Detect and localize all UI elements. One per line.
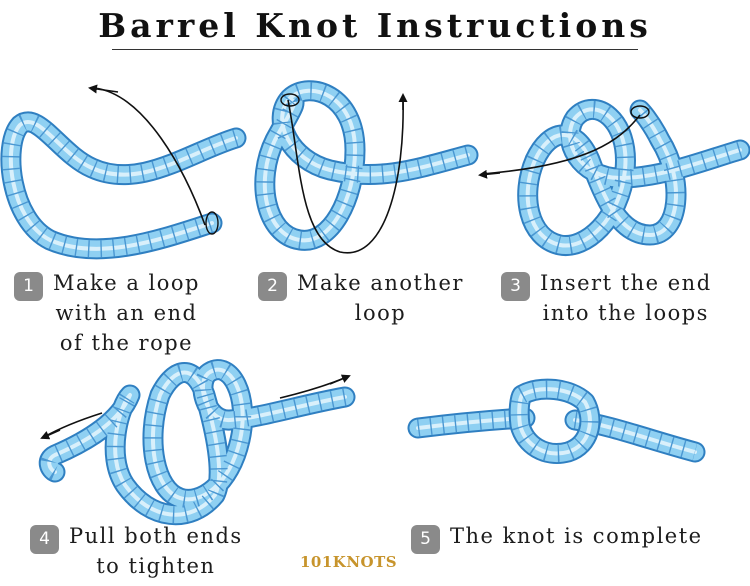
step-1-line-1: Make a loop	[53, 271, 200, 295]
step-4-number-badge: 4	[30, 525, 59, 554]
step-3-rope-illustration	[481, 98, 750, 256]
step-1: 1 Make a loop with an end of the rope	[14, 268, 200, 358]
step-4-rope-illustration	[38, 359, 356, 526]
step-4-line-1: Pull both ends	[69, 524, 243, 548]
step-2-number-badge: 2	[258, 272, 287, 301]
page-title: Barrel Knot Instructions	[98, 6, 652, 45]
step-2-line-2: loop	[354, 301, 407, 325]
step-1-arrow-icon	[88, 84, 119, 94]
step-3-arrow-icon	[478, 169, 501, 179]
step-2-rope-illustration	[254, 80, 479, 254]
step-1-text: Make a loop with an end of the rope	[53, 268, 200, 358]
step-3-line-1: Insert the end	[540, 271, 712, 295]
brand-logo: 101KNOTS	[300, 553, 398, 571]
step-3-text: Insert the end into the loops	[540, 268, 712, 328]
step-1-line-2: with an end	[55, 301, 198, 325]
step-1-rope-illustration	[0, 87, 247, 260]
step-1-line-3: of the rope	[59, 331, 194, 355]
step-5: 5 The knot is complete	[411, 521, 703, 554]
step-5-rope-illustration	[407, 378, 706, 464]
step-5-number-badge: 5	[411, 525, 440, 554]
step-4-left-arrow-icon	[40, 429, 61, 440]
direction-arrows	[40, 84, 501, 440]
step-4: 4 Pull both ends to tighten	[30, 521, 243, 581]
step-5-text: The knot is complete	[450, 521, 703, 551]
step-5-line-1: The knot is complete	[450, 524, 703, 548]
step-2-text: Make another loop	[297, 268, 464, 328]
step-2: 2 Make another loop	[258, 268, 464, 328]
step-2-line-1: Make another	[297, 271, 464, 295]
step-3-line-2: into the loops	[542, 301, 709, 325]
step-4-line-2: to tighten	[96, 554, 216, 578]
step-4-right-arrow-icon	[329, 374, 351, 385]
step-3: 3 Insert the end into the loops	[501, 268, 712, 328]
title-underline	[112, 49, 638, 50]
step-3-number-badge: 3	[501, 272, 530, 301]
step-4-text: Pull both ends to tighten	[69, 521, 243, 581]
step-1-number-badge: 1	[14, 272, 43, 301]
